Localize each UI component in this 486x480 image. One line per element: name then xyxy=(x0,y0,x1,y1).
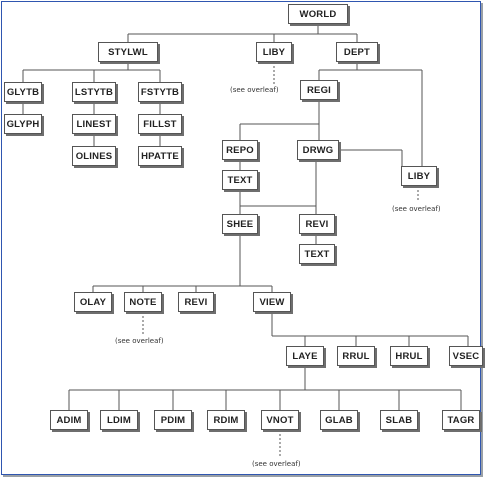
node-olay: OLAY xyxy=(74,292,112,312)
node-liby-right: LIBY xyxy=(401,166,437,186)
note-vnot: (see overleaf) xyxy=(252,460,301,468)
node-ldim: LDIM xyxy=(100,410,138,430)
node-fillst: FILLST xyxy=(138,114,182,134)
diagram-frame xyxy=(1,1,481,475)
node-stylwl: STYLWL xyxy=(98,42,158,62)
note-liby-top: (see overleaf) xyxy=(230,86,279,94)
node-fstytb: FSTYTB xyxy=(138,82,182,102)
node-linest: LINEST xyxy=(72,114,116,134)
node-note: NOTE xyxy=(124,292,162,312)
node-shee: SHEE xyxy=(222,214,258,234)
node-rrul: RRUL xyxy=(337,346,375,366)
node-slab: SLAB xyxy=(380,410,418,430)
note-liby-right: (see overleaf) xyxy=(392,205,441,213)
node-rdim: RDIM xyxy=(207,410,245,430)
node-text-revi: TEXT xyxy=(299,244,335,264)
node-dept: DEPT xyxy=(336,42,378,62)
node-lstytb: LSTYTB xyxy=(72,82,116,102)
node-drwg: DRWG xyxy=(297,140,339,160)
node-pdim: PDIM xyxy=(154,410,192,430)
node-glytb: GLYTB xyxy=(4,82,42,102)
node-vsec: VSEC xyxy=(449,346,483,366)
node-liby-top: LIBY xyxy=(256,42,292,62)
note-note: (see overleaf) xyxy=(115,337,164,345)
node-glyph: GLYPH xyxy=(4,114,42,134)
node-repo: REPO xyxy=(222,140,258,160)
node-regi: REGI xyxy=(300,80,338,100)
node-revi-drwg: REVI xyxy=(299,214,335,234)
node-world: WORLD xyxy=(288,4,348,24)
node-olines: OLINES xyxy=(72,146,116,166)
node-hrul: HRUL xyxy=(390,346,428,366)
node-revi-shee: REVI xyxy=(178,292,214,312)
node-laye: LAYE xyxy=(286,346,324,366)
node-tagr: TAGR xyxy=(442,410,480,430)
node-hpatte: HPATTE xyxy=(138,146,182,166)
node-vnot: VNOT xyxy=(261,410,299,430)
node-view: VIEW xyxy=(253,292,291,312)
node-adim: ADIM xyxy=(50,410,88,430)
node-glab: GLAB xyxy=(320,410,358,430)
node-text-repo: TEXT xyxy=(222,170,258,190)
